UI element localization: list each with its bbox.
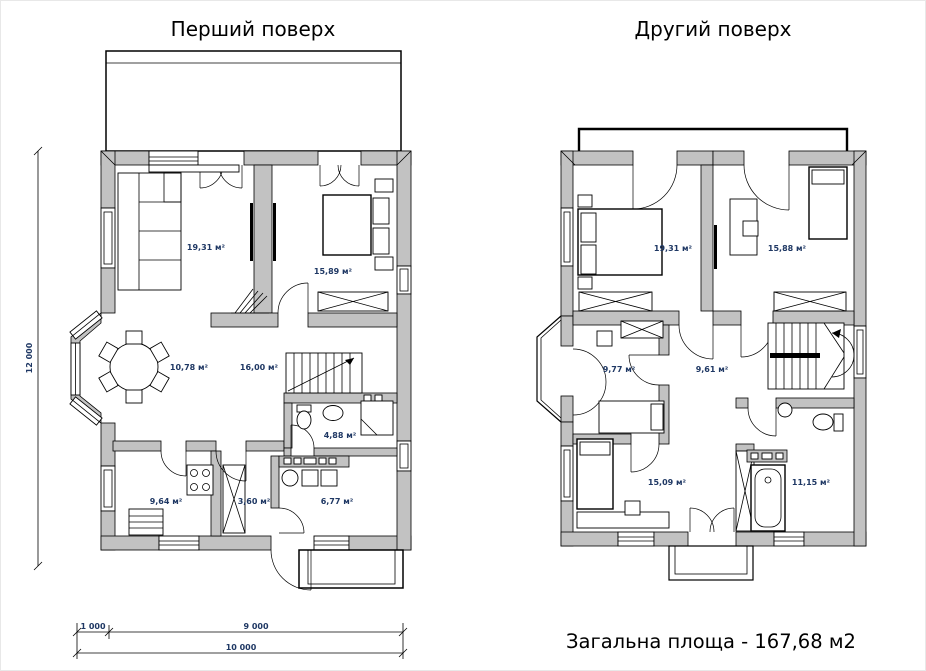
single-bed-icon — [576, 438, 614, 510]
room-area-label: 9,61 м² — [696, 365, 729, 374]
balcony-outline — [577, 127, 849, 151]
sink-counter-icon — [746, 449, 788, 463]
wardrobe-icon — [317, 291, 389, 312]
room-area-label: 10,78 м² — [170, 363, 209, 372]
entrance-porch — [298, 549, 404, 589]
desk-icon — [576, 500, 670, 529]
window — [158, 535, 200, 551]
window — [853, 325, 867, 379]
bathtub-icon — [750, 464, 786, 532]
window — [396, 265, 412, 295]
total-area-label: Загальна площа - 167,68 м2 — [566, 630, 856, 653]
floor1-outer-walls — [69, 150, 412, 551]
window — [313, 535, 350, 551]
wardrobe-icon — [773, 291, 847, 312]
floor1-room-labels: 19,31 м² 15,89 м² 10,78 м² 16,00 м² 4,88… — [150, 243, 357, 506]
tv-cabinet-icon — [148, 164, 240, 173]
wardrobe-icon — [620, 320, 664, 339]
floor2-outer-walls — [536, 150, 867, 547]
floor1-furniture — [98, 164, 394, 536]
terrace-outline — [105, 50, 402, 152]
room-area-label: 9,77 м² — [603, 365, 636, 374]
floor2-title: Другий поверх — [634, 17, 792, 41]
room-area-label: 11,15 м² — [792, 478, 831, 487]
washbasin-icon — [777, 402, 793, 418]
dining-table-icon — [98, 330, 170, 404]
window — [617, 531, 655, 547]
single-bed-icon — [598, 400, 665, 434]
room-area-label: 16,00 м² — [240, 363, 279, 372]
bay-window — [69, 310, 103, 426]
toilet-icon — [296, 404, 312, 430]
fridge-icon — [128, 508, 164, 536]
room-area-label: 9,64 м² — [150, 497, 183, 506]
dresser-icon — [596, 330, 613, 347]
desk-icon — [729, 198, 759, 256]
toilet-icon — [812, 413, 844, 432]
floor1-interior-walls — [112, 164, 398, 537]
wardrobe-icon — [578, 291, 653, 312]
window — [560, 445, 574, 502]
dimension-height: 12 000 — [25, 342, 34, 373]
window — [100, 465, 116, 512]
stove-icon — [186, 464, 214, 496]
stairs-icon — [285, 352, 363, 394]
dimension-total: 10 000 — [226, 643, 257, 652]
double-bed-icon — [577, 194, 663, 290]
fireplace-icon — [231, 288, 269, 314]
room-area-label: 15,89 м² — [314, 267, 353, 276]
dimension-bay: 1 000 — [80, 622, 105, 631]
room-area-label: 6,77 м² — [321, 497, 354, 506]
porch-roof-outline — [668, 545, 754, 581]
room-area-label: 3,60 м² — [238, 497, 271, 506]
floor1-plan: 19,31 м² 15,89 м² 10,78 м² 16,00 м² 4,88… — [25, 50, 412, 659]
room-area-label: 15,88 м² — [768, 244, 807, 253]
window — [148, 150, 199, 166]
room-area-label: 19,31 м² — [187, 243, 226, 252]
sink-icon — [281, 469, 338, 487]
floor1-doors — [160, 164, 360, 591]
stairs-icon — [767, 322, 855, 390]
window — [396, 440, 412, 472]
sofa-icon — [117, 172, 182, 291]
bay-balcony-outline — [536, 315, 562, 423]
room-area-label: 4,88 м² — [324, 431, 357, 440]
floor2-doors — [572, 164, 790, 533]
room-area-label: 15,09 м² — [648, 478, 687, 487]
double-bed-icon — [322, 178, 394, 271]
wardrobe-icon — [222, 464, 246, 534]
kitchen-counter-icon — [278, 455, 350, 468]
dimension-lines: 12 000 1 000 9 000 10 000 — [25, 146, 408, 659]
window — [100, 207, 116, 269]
dimension-main: 9 000 — [243, 622, 268, 631]
window — [773, 531, 805, 547]
floor2-room-labels: 19,31 м² 15,88 м² 9,77 м² 9,61 м² 15,09 … — [603, 244, 831, 487]
washbasin-icon — [322, 405, 344, 421]
floor2-furniture — [576, 166, 855, 532]
floor2-plan: 19,31 м² 15,88 м² 9,77 м² 9,61 м² 15,09 … — [536, 127, 867, 581]
single-bed-icon — [808, 166, 848, 240]
room-area-label: 19,31 м² — [654, 244, 693, 253]
floor1-title: Перший поверх — [170, 17, 336, 41]
window — [560, 207, 574, 267]
shower-icon — [360, 400, 394, 436]
